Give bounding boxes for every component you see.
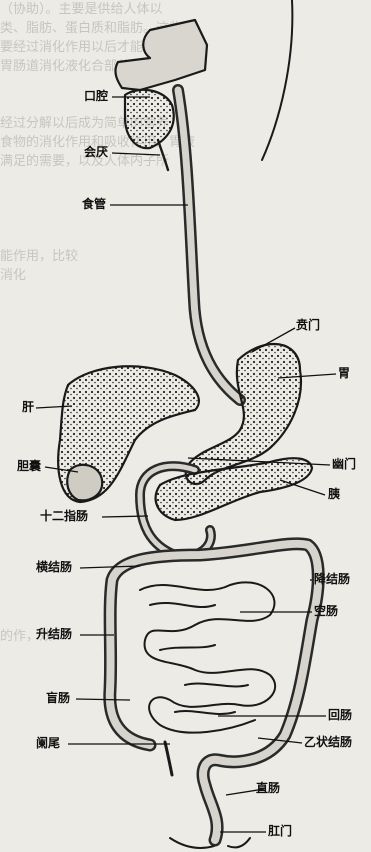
label-stomach: 胃 bbox=[338, 366, 350, 380]
small-intestine bbox=[140, 582, 275, 732]
label-pylorus: 幽门 bbox=[332, 457, 356, 471]
leader-epiglottis bbox=[112, 153, 160, 155]
label-gallbladder: 胆囊 bbox=[17, 459, 41, 473]
label-cecum: 盲肠 bbox=[46, 691, 70, 705]
tongue bbox=[125, 90, 174, 148]
appendix bbox=[165, 742, 172, 775]
label-mouth: 口腔 bbox=[84, 89, 108, 103]
head-outline-curve bbox=[262, 0, 292, 160]
label-jejunum: 空肠 bbox=[314, 604, 338, 618]
label-descending-colon: 降结肠 bbox=[314, 572, 350, 586]
label-sigmoid-colon: 乙状结肠 bbox=[304, 735, 352, 749]
label-anus: 肛门 bbox=[268, 824, 292, 838]
label-rectum: 直肠 bbox=[256, 781, 280, 795]
gallbladder bbox=[67, 465, 102, 501]
label-pancreas: 胰 bbox=[328, 487, 340, 501]
label-duodenum: 十二指肠 bbox=[40, 509, 88, 523]
label-transverse-colon: 横结肠 bbox=[36, 560, 72, 574]
label-esophagus: 食管 bbox=[82, 197, 106, 211]
label-appendix: 阑尾 bbox=[36, 736, 60, 750]
large-intestine bbox=[110, 544, 318, 840]
label-ascending-colon: 升结肠 bbox=[36, 627, 72, 641]
label-ileum: 回肠 bbox=[328, 708, 352, 722]
label-epiglottis: 会厌 bbox=[84, 145, 108, 159]
label-cardia: 贲门 bbox=[296, 318, 320, 332]
leader-cecum bbox=[76, 699, 130, 700]
nasal-cavity bbox=[115, 20, 207, 90]
label-liver: 肝 bbox=[22, 400, 34, 414]
